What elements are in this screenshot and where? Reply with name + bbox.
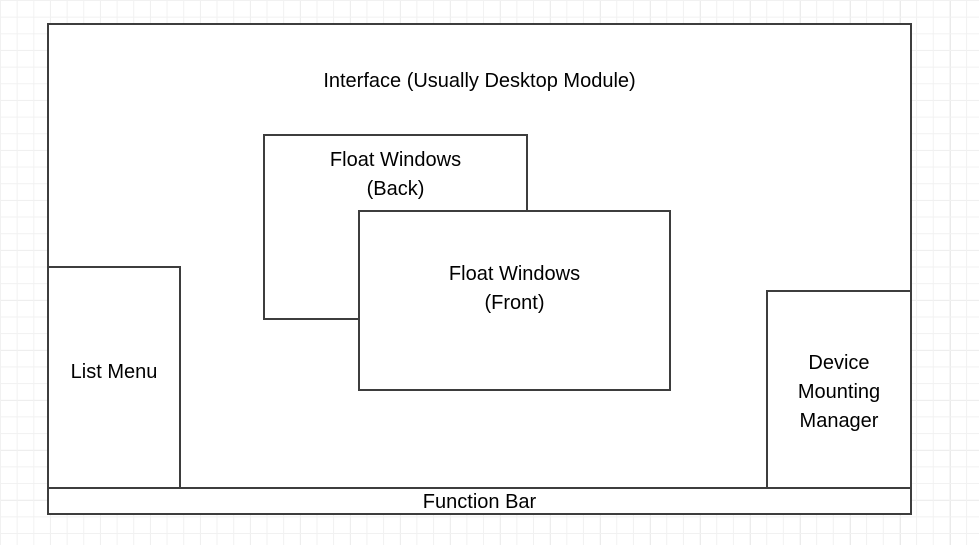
float-windows-front-box[interactable]: Float Windows (Front)	[358, 210, 671, 391]
float-windows-back-label: Float Windows (Back)	[329, 149, 462, 200]
interface-container-label: Interface (Usually Desktop Module)	[323, 70, 636, 92]
float-windows-front-label: Float Windows (Front)	[448, 263, 581, 314]
device-mounting-manager-label: Device Mounting Manager	[797, 352, 881, 432]
device-mounting-manager-box[interactable]: Device Mounting Manager	[766, 290, 912, 489]
function-bar-label: Function Bar	[422, 491, 537, 513]
list-menu-box[interactable]: List Menu	[47, 266, 181, 492]
function-bar-box[interactable]: Function Bar	[47, 487, 912, 515]
list-menu-label: List Menu	[70, 361, 158, 383]
